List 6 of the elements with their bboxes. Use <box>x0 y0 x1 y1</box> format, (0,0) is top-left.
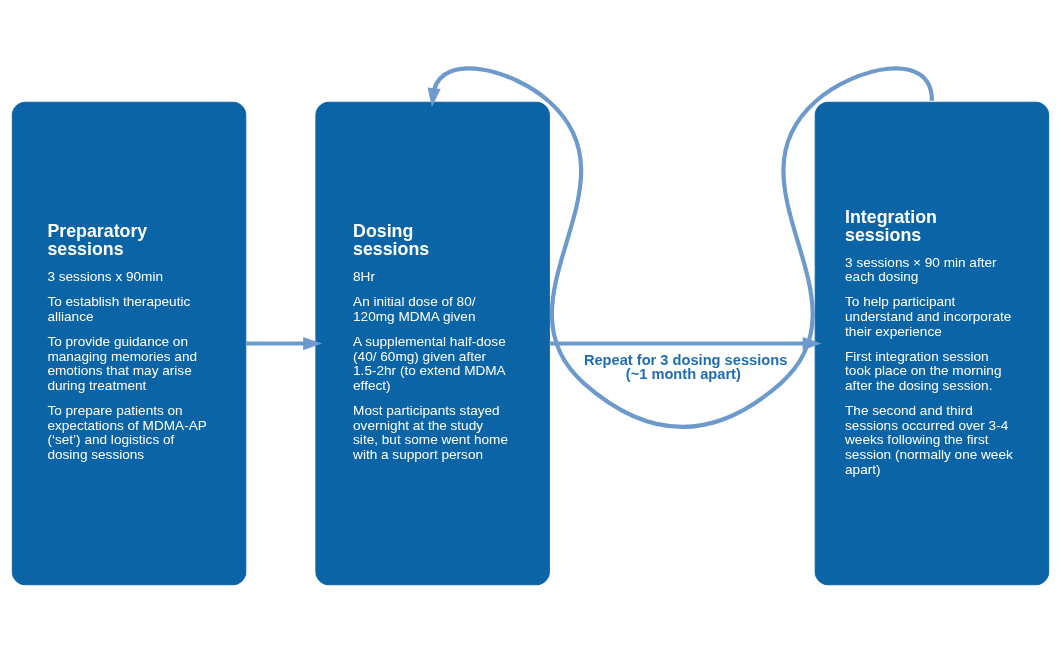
arrow <box>245 336 323 350</box>
edge-label: Repeat for 3 dosing sessions (~1 month apart) <box>583 351 788 382</box>
node-box: Preparatory sessions 3 sessions x 90min To establish therapeutic alliance To provide guidance on managing memories and emotions that may arise during treatment To prepare patients on expectations of MDMA-AP (‘set’) and logistics of dosing sessions <box>11 101 247 585</box>
node-box: Dosing sessions 8Hr An initial dose of 80/ 120mg MDMA given A supplemental half-dose (40/ 60mg) given after 1.5-2hr (to extend MDMA effect) Most participants stayed overnight at the study site, but some went home with a support person <box>315 101 550 585</box>
node-box: Integration sessions 3 sessions × 90 min after each dosing To help participant understand and incorporate their experience First integration session took place on the morning after the dosing session. The second and third sessions occurred over 3-4 weeks following the first session (normally one week apart) <box>814 101 1050 585</box>
arrow <box>427 65 934 429</box>
